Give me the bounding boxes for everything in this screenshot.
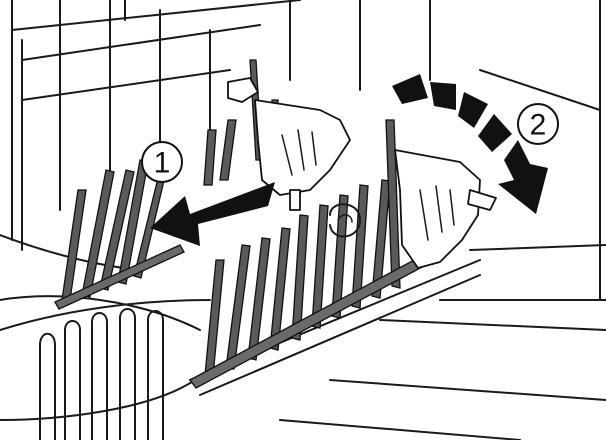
fold-down-arc-arrow-icon <box>392 74 548 214</box>
step-2-callout: 2 <box>517 103 559 145</box>
pull-out-arrow-icon <box>150 182 275 246</box>
step-1-number: 1 <box>154 147 171 180</box>
center-fastener <box>329 203 361 238</box>
left-hinge-latch <box>227 77 351 211</box>
left-tine-row <box>54 159 185 310</box>
lower-rack-wires <box>0 259 481 440</box>
right-tine-row <box>189 119 425 389</box>
step-1-circle <box>141 141 183 183</box>
step-2-circle <box>517 103 559 145</box>
right-hinge-latch <box>394 149 497 269</box>
step-2-number: 2 <box>530 109 547 142</box>
step-1-callout: 1 <box>141 141 183 183</box>
